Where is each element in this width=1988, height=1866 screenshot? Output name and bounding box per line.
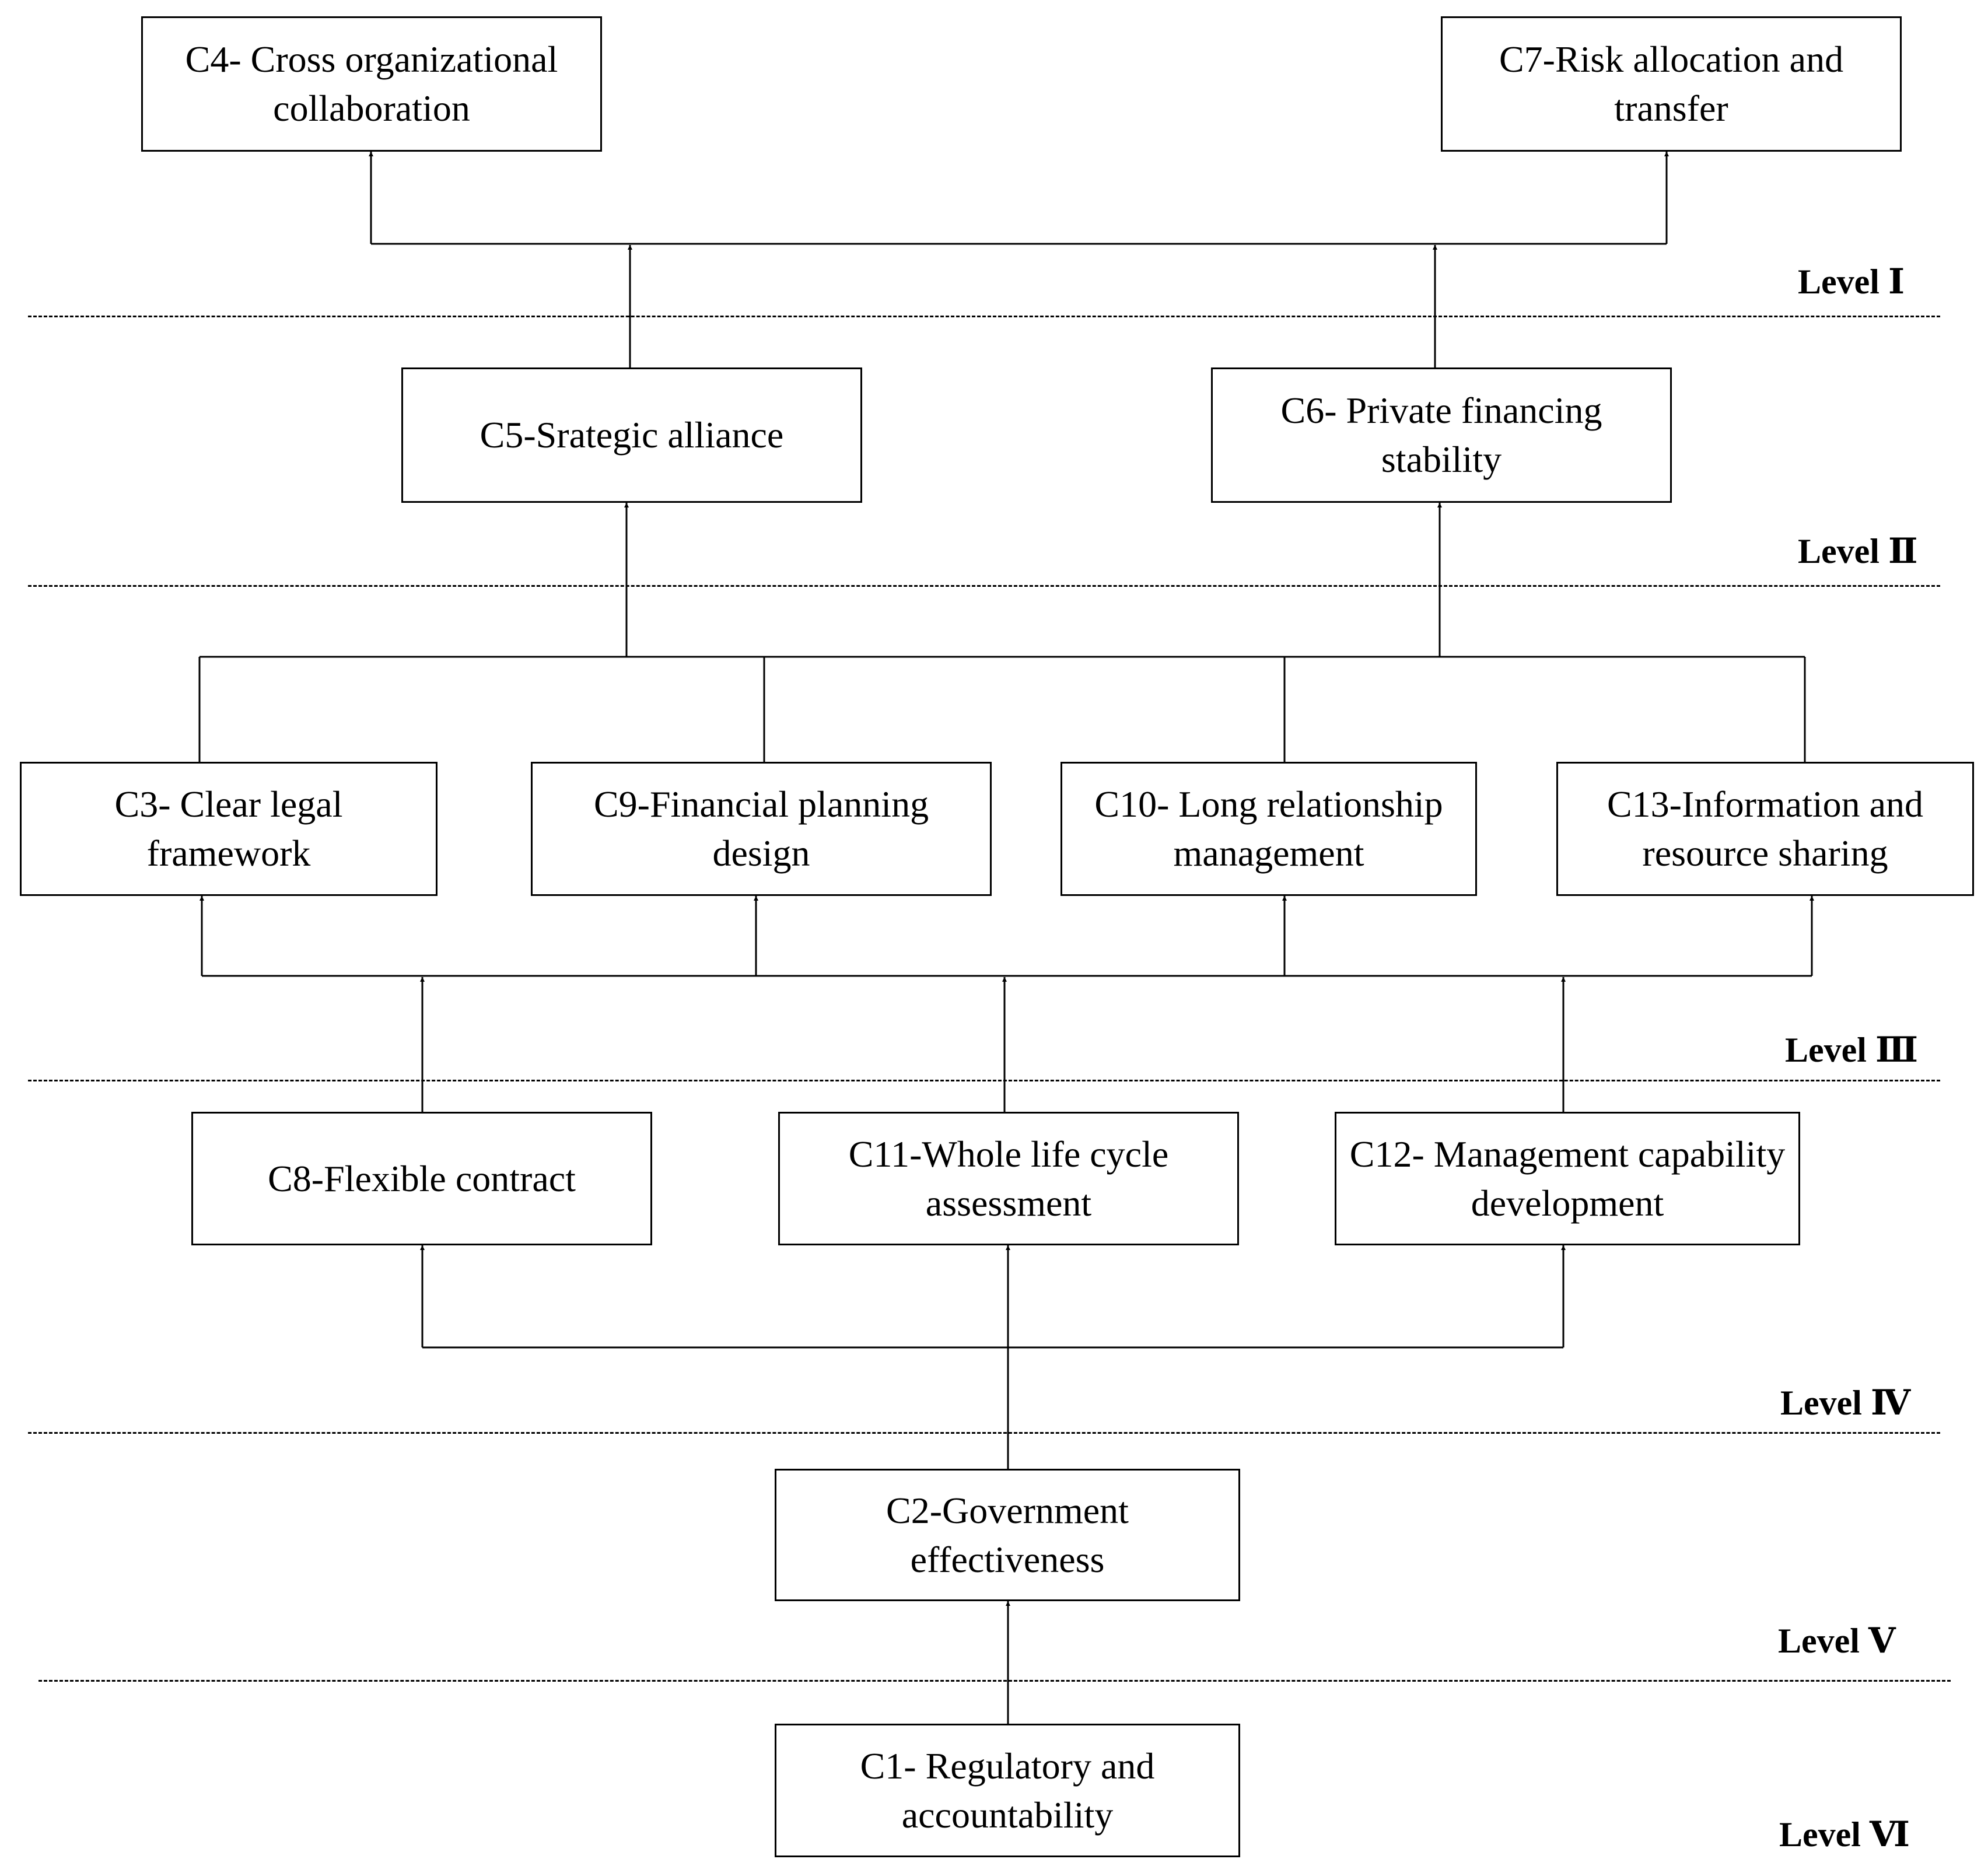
separator-level-3 [28,1080,1940,1081]
node-c6: C6- Private financing stability [1211,367,1672,503]
node-c13: C13-Information and resource sharing [1556,762,1974,896]
node-c2: C2-Government effectiveness [775,1469,1240,1601]
node-c9: C9-Financial planning design [531,762,992,896]
level-label-4: Level Ⅳ [1780,1384,1911,1422]
node-c11: C11-Whole life cycle assessment [778,1112,1239,1245]
node-c7: C7-Risk allocation and transfer [1441,16,1902,152]
separator-level-2 [28,585,1940,587]
node-c10: C10- Long relationship management [1060,762,1477,896]
level-label-2: Level Ⅱ [1798,532,1918,570]
separator-level-5 [38,1680,1951,1682]
level-label-5: Level Ⅴ [1778,1622,1896,1660]
level-label-6: Level Ⅵ [1779,1815,1910,1854]
level-label-1: Level Ⅰ [1798,262,1905,301]
separator-level-4 [28,1432,1940,1434]
node-c4: C4- Cross organizational collaboration [141,16,602,152]
node-c5: C5-Srategic alliance [401,367,862,503]
node-c1: C1- Regulatory and accountability [775,1724,1240,1857]
node-c8: C8-Flexible contract [191,1112,652,1245]
node-c3: C3- Clear legal framework [20,762,438,896]
level-label-3: Level Ⅲ [1785,1031,1919,1069]
separator-level-1 [28,316,1940,317]
node-c12: C12- Management capability development [1335,1112,1800,1245]
